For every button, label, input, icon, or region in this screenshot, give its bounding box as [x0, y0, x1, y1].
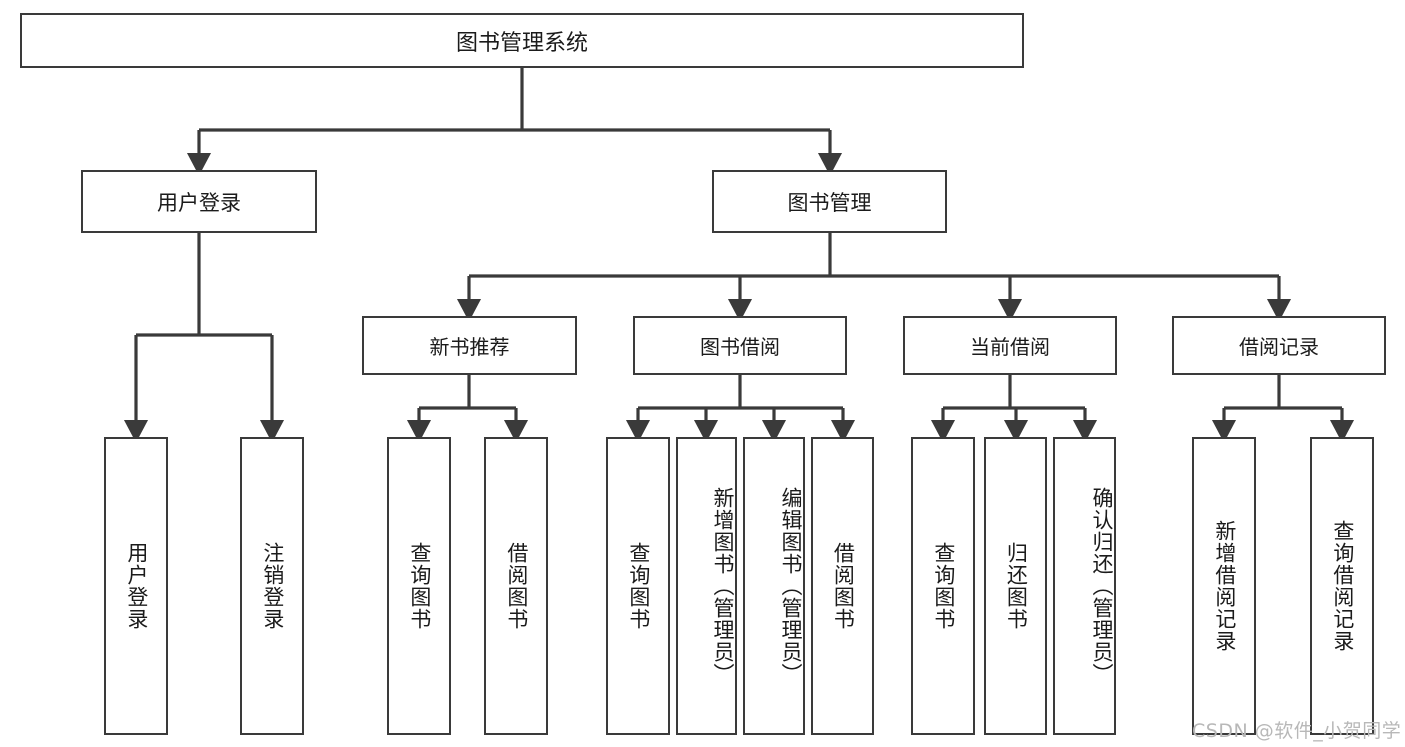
- node-leaf-query-book-2[interactable]: 查询图书: [606, 437, 670, 735]
- node-book-borrow[interactable]: 图书借阅: [633, 316, 847, 375]
- node-leaf-edit-book[interactable]: 编辑图书（管理员）: [743, 437, 805, 735]
- node-leaf-confirm-return-label: 确认归还（管理员）: [1090, 487, 1114, 685]
- node-book-manage[interactable]: 图书管理: [712, 170, 947, 233]
- node-leaf-user-login-label: 用户登录: [124, 542, 149, 630]
- node-leaf-borrow-book-2[interactable]: 借阅图书: [811, 437, 874, 735]
- node-root-label: 图书管理系统: [455, 30, 588, 56]
- node-borrow-record-label: 借阅记录: [1239, 335, 1319, 359]
- node-user-login[interactable]: 用户登录: [81, 170, 317, 233]
- node-leaf-add-book[interactable]: 新增图书（管理员）: [676, 437, 737, 735]
- node-leaf-query-book-3-label: 查询图书: [931, 542, 956, 630]
- node-leaf-query-book-1-label: 查询图书: [407, 542, 432, 630]
- node-root[interactable]: 图书管理系统: [20, 13, 1024, 68]
- node-leaf-add-book-label: 新增图书（管理员）: [711, 487, 735, 685]
- node-leaf-query-book-1[interactable]: 查询图书: [387, 437, 451, 735]
- node-leaf-borrow-book-1-label: 借阅图书: [504, 542, 529, 630]
- node-leaf-return-book[interactable]: 归还图书: [984, 437, 1047, 735]
- node-leaf-borrow-book-1[interactable]: 借阅图书: [484, 437, 548, 735]
- node-leaf-add-record-label: 新增借阅记录: [1212, 520, 1237, 652]
- node-leaf-user-logout[interactable]: 注销登录: [240, 437, 304, 735]
- node-borrow-record[interactable]: 借阅记录: [1172, 316, 1386, 375]
- node-leaf-confirm-return[interactable]: 确认归还（管理员）: [1053, 437, 1116, 735]
- node-leaf-add-record[interactable]: 新增借阅记录: [1192, 437, 1256, 735]
- node-leaf-return-book-label: 归还图书: [1004, 542, 1029, 630]
- node-leaf-user-login[interactable]: 用户登录: [104, 437, 168, 735]
- watermark: CSDN @软件_小贺同学: [1192, 720, 1402, 742]
- node-leaf-query-record-label: 查询借阅记录: [1330, 520, 1355, 652]
- node-new-book-rec-label: 新书推荐: [429, 335, 510, 359]
- node-leaf-edit-book-label: 编辑图书（管理员）: [779, 487, 803, 685]
- node-new-book-rec[interactable]: 新书推荐: [362, 316, 577, 375]
- node-current-borrow-label: 当前借阅: [970, 335, 1050, 359]
- node-current-borrow[interactable]: 当前借阅: [903, 316, 1117, 375]
- node-user-login-label: 用户登录: [157, 190, 241, 215]
- node-book-manage-label: 图书管理: [787, 190, 872, 215]
- node-book-borrow-label: 图书借阅: [700, 335, 780, 359]
- node-leaf-user-logout-label: 注销登录: [260, 542, 285, 630]
- node-leaf-query-book-2-label: 查询图书: [626, 542, 651, 630]
- node-leaf-borrow-book-2-label: 借阅图书: [831, 542, 856, 630]
- node-leaf-query-record[interactable]: 查询借阅记录: [1310, 437, 1374, 735]
- node-leaf-query-book-3[interactable]: 查询图书: [911, 437, 975, 735]
